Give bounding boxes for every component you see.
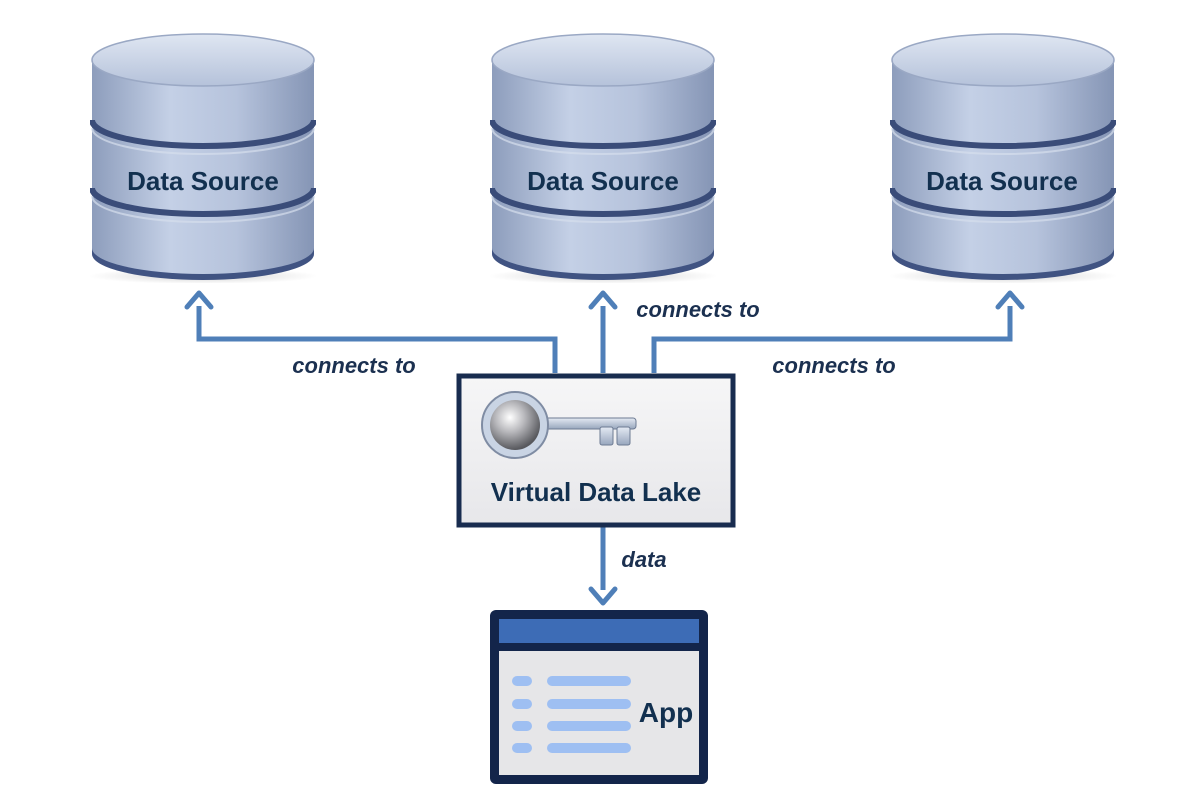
arrowhead-output — [588, 586, 618, 606]
edge-label-center: connects to — [636, 297, 759, 322]
data-source-label: Data Source — [127, 166, 279, 196]
arrowhead-center — [588, 290, 618, 310]
database-icon — [488, 34, 718, 284]
app-label: App — [639, 697, 693, 728]
data-source-label: Data Source — [926, 166, 1078, 196]
edge-label-right: connects to — [772, 353, 895, 378]
connector-right — [651, 306, 1013, 373]
connector-left — [196, 306, 558, 373]
app-window: App — [490, 610, 708, 784]
virtual-data-lake-box: Virtual Data Lake — [456, 373, 736, 528]
data-source-1: Data Source — [88, 34, 318, 284]
database-icon — [88, 34, 318, 284]
app-list-icon — [512, 676, 631, 753]
edge-label-left: connects to — [292, 353, 415, 378]
data-source-label: Data Source — [527, 166, 679, 196]
virtual-data-lake-label: Virtual Data Lake — [491, 477, 702, 507]
arrowhead-right — [995, 290, 1025, 310]
edge-label-output: data — [621, 547, 666, 572]
data-source-2: Data Source — [488, 34, 718, 284]
arrowhead-left — [184, 290, 214, 310]
database-icon — [888, 34, 1118, 284]
key-icon — [481, 391, 637, 459]
app-titlebar — [499, 619, 699, 643]
data-source-3: Data Source — [888, 34, 1118, 284]
